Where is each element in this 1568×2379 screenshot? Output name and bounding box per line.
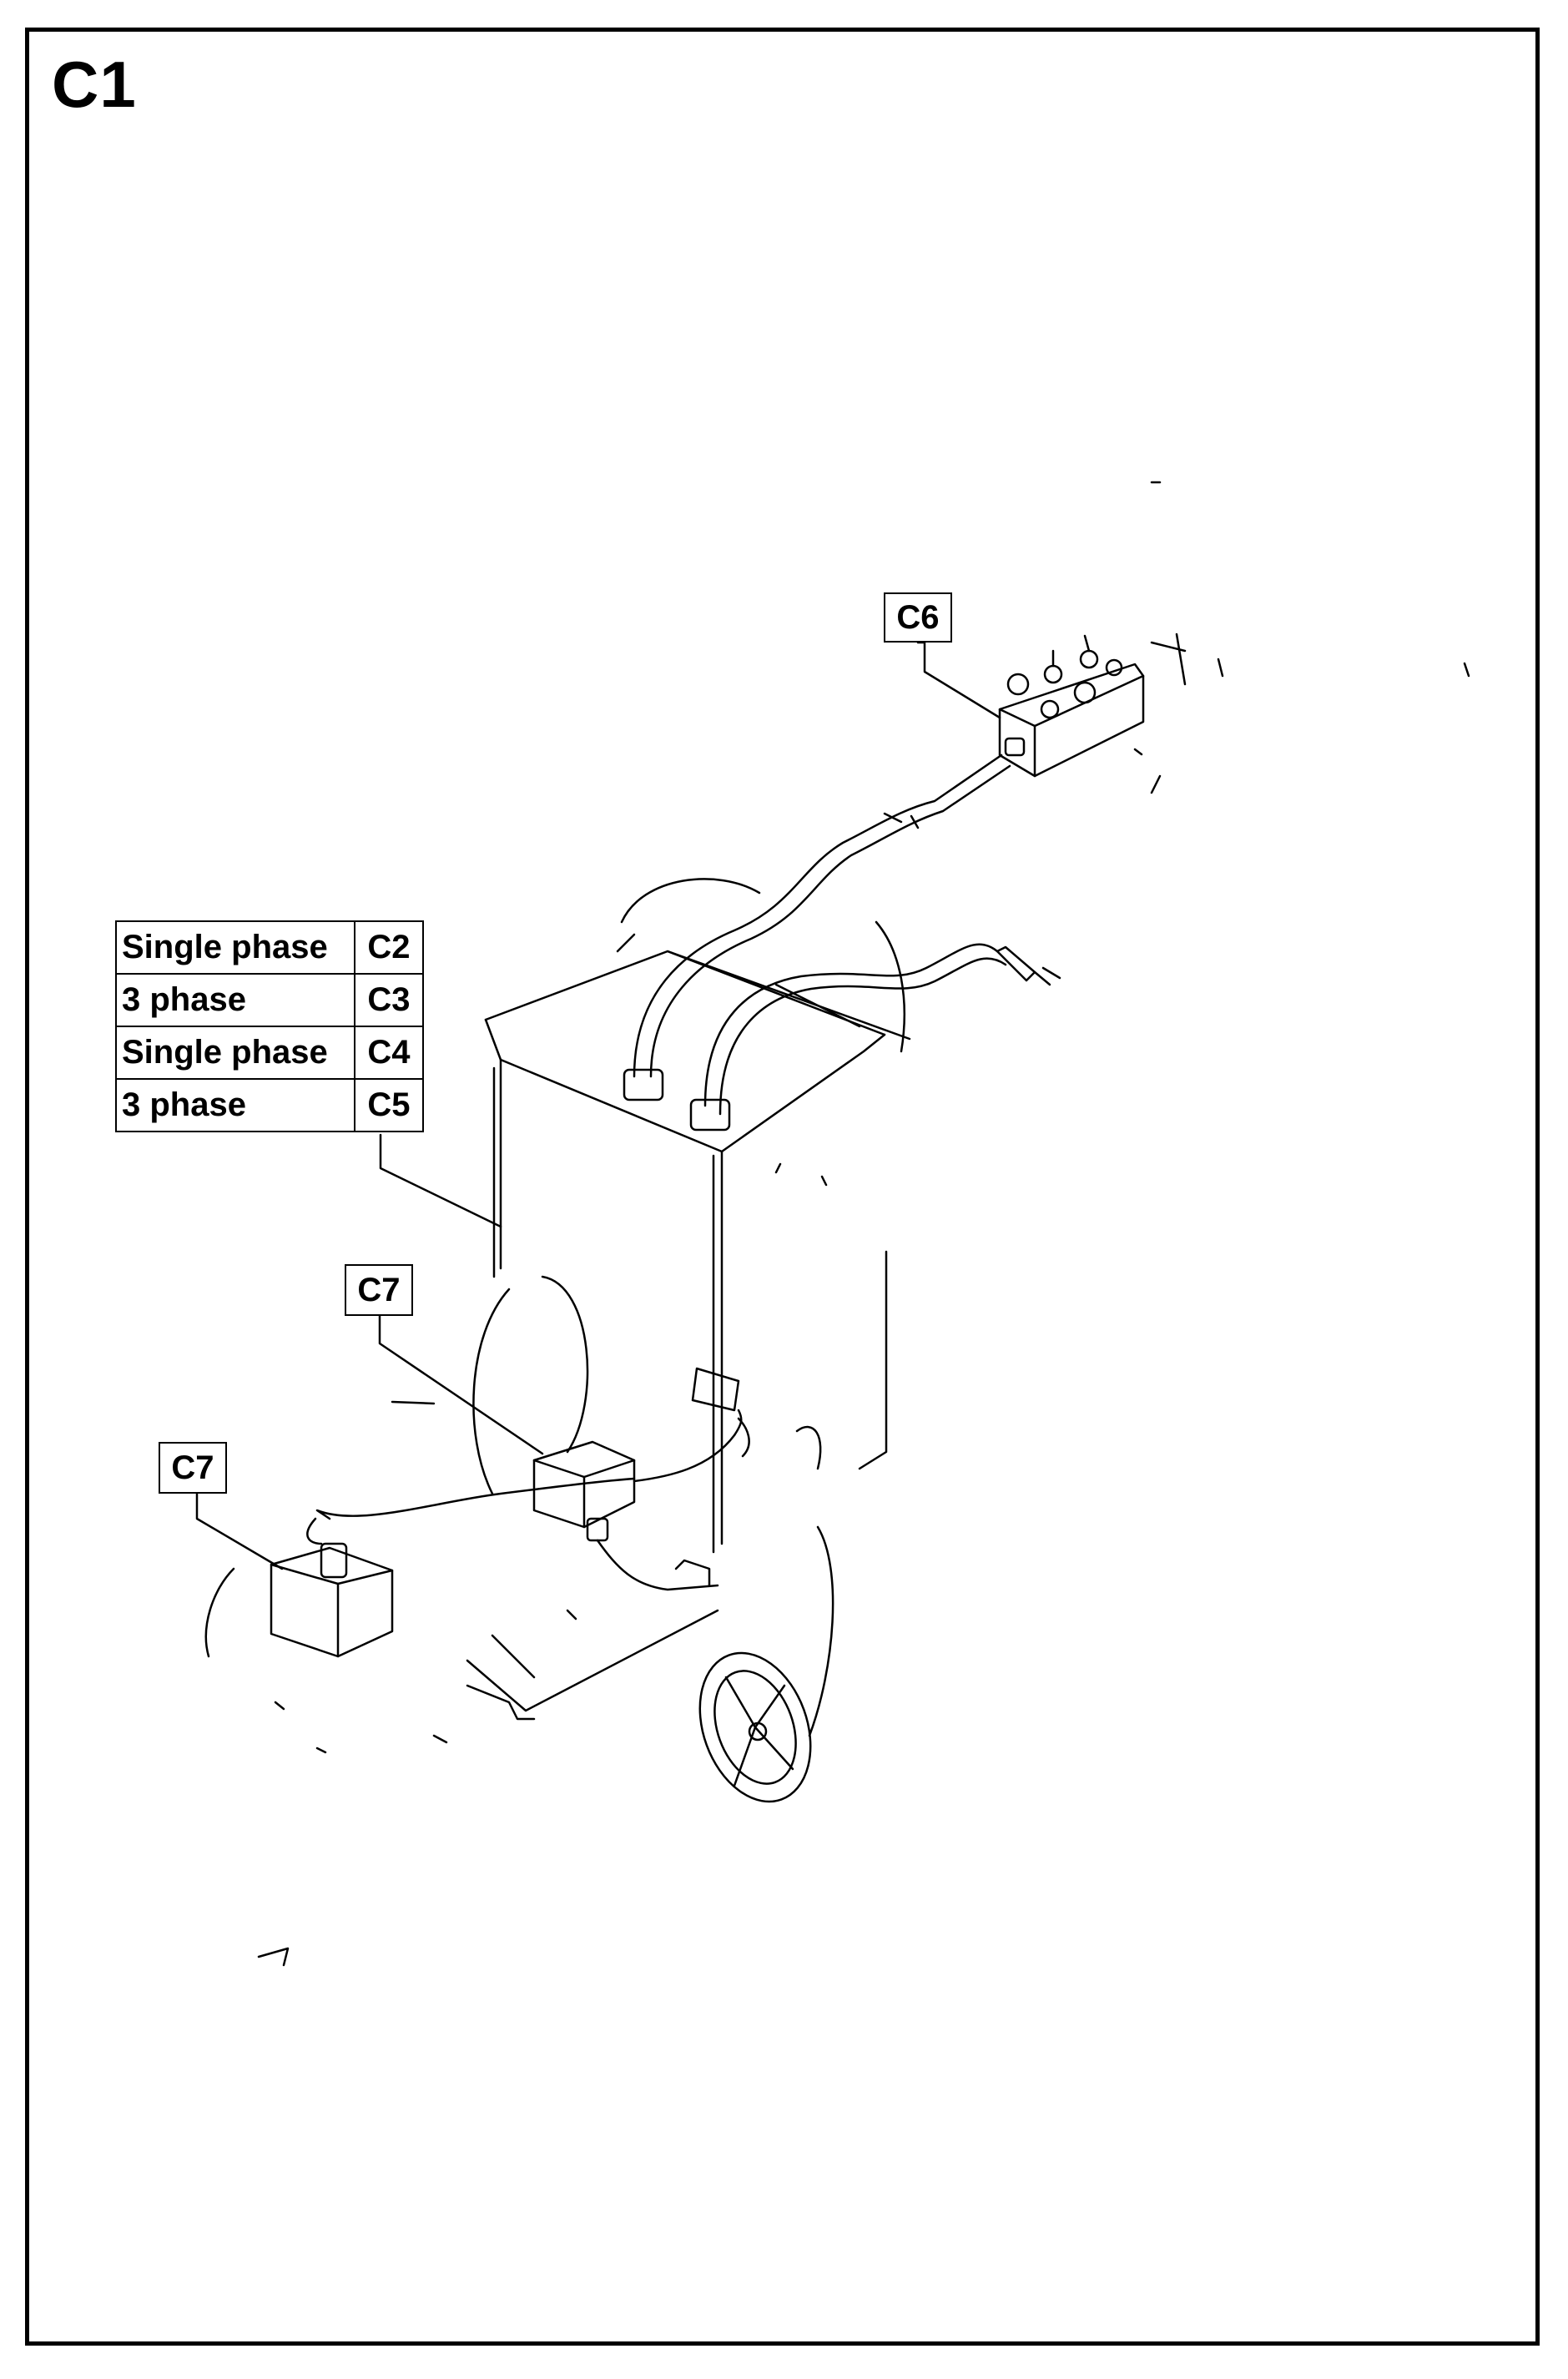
variant-label: 3 phase bbox=[115, 973, 355, 1027]
junction-box-upper bbox=[532, 1409, 743, 1591]
junction-box-lower bbox=[270, 1477, 636, 1658]
table-row: Single phase C2 bbox=[115, 920, 424, 975]
chassis-and-wheels bbox=[204, 1367, 834, 1967]
variant-code: C5 bbox=[354, 1078, 424, 1132]
variant-code: C4 bbox=[354, 1026, 424, 1080]
pendant-control-box bbox=[998, 633, 1224, 794]
variant-label: Single phase bbox=[115, 920, 355, 975]
variant-label: Single phase bbox=[115, 1026, 355, 1080]
mains-plug bbox=[996, 945, 1061, 986]
cable-glands bbox=[623, 1068, 731, 1132]
cabinet-outline bbox=[391, 933, 911, 1554]
table-row: Single phase C4 bbox=[115, 1026, 424, 1080]
variant-code: C3 bbox=[354, 973, 424, 1027]
table-row: 3 phase C5 bbox=[115, 1078, 424, 1132]
leader-lines bbox=[195, 641, 1001, 1570]
variant-label: 3 phase bbox=[115, 1078, 355, 1132]
variant-code: C2 bbox=[354, 920, 424, 975]
callout-c7-upper: C7 bbox=[345, 1264, 413, 1316]
callout-c7-lower: C7 bbox=[159, 1442, 227, 1494]
fan-guard-arcs bbox=[620, 481, 1470, 1053]
page-frame bbox=[25, 28, 1540, 2346]
variant-table: Single phase C2 3 phase C3 Single phase … bbox=[115, 920, 424, 1132]
cables bbox=[633, 754, 1011, 1116]
page-label: C1 bbox=[52, 48, 137, 121]
table-row: 3 phase C3 bbox=[115, 973, 424, 1027]
callout-c6: C6 bbox=[884, 592, 952, 643]
